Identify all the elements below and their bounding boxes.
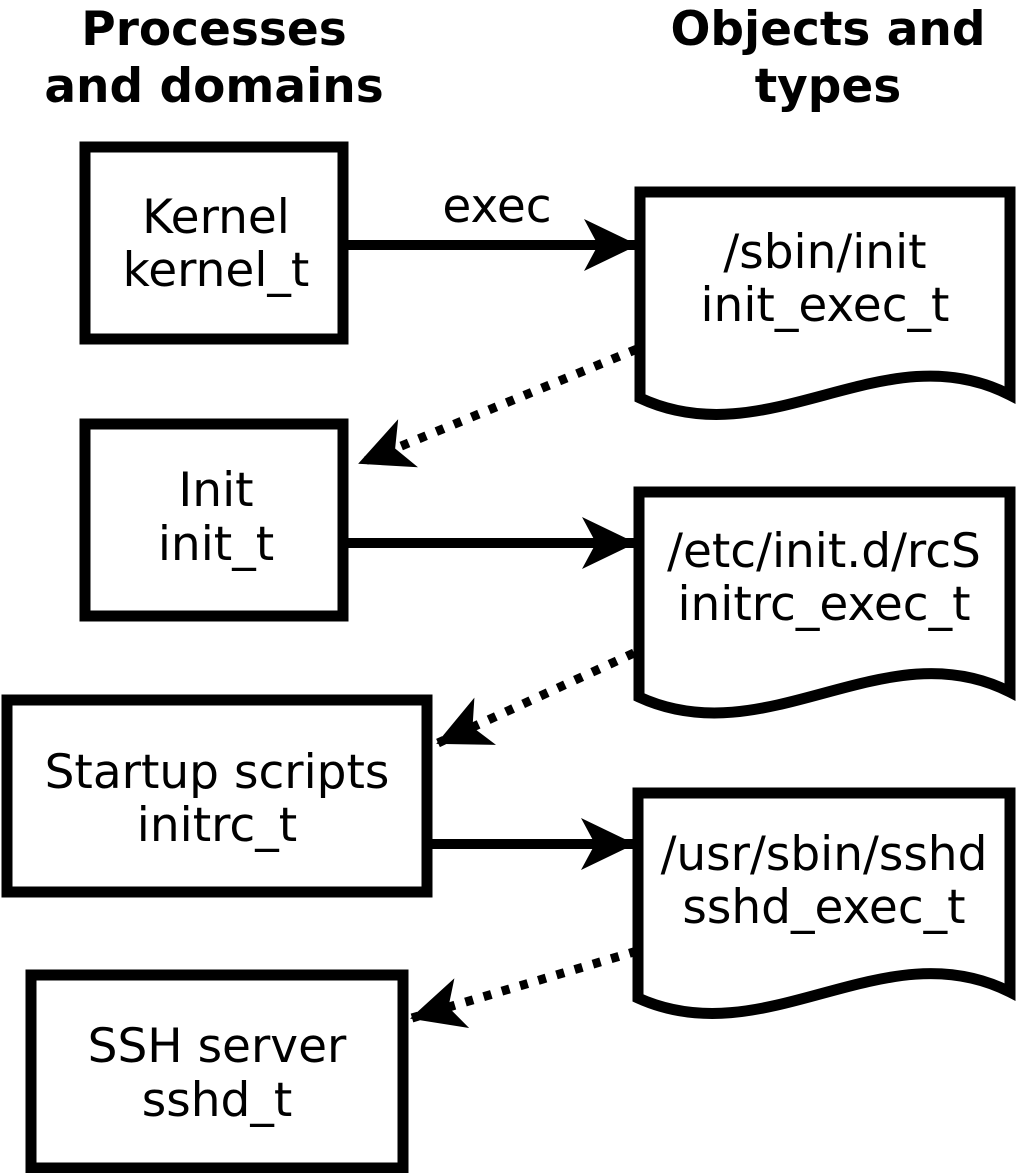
header-left-line1: Processes: [81, 2, 346, 57]
kernel-name: Kernel: [142, 190, 290, 245]
node-init: Init init_t: [79, 418, 349, 622]
etc-initd-rcs-type: initrc_exec_t: [677, 577, 970, 632]
node-startup-scripts: Startup scripts initrc_t: [1, 694, 433, 898]
init-name: Init: [178, 463, 253, 518]
startup-scripts-name: Startup scripts: [45, 745, 390, 800]
kernel-box: [79, 141, 349, 345]
edge-etc-rcs-to-startup: [436, 648, 636, 748]
usr-sbin-sshd-path: /usr/sbin/sshd: [661, 827, 988, 882]
sbin-init-type: init_exec_t: [701, 278, 950, 333]
column-header-objects: Objects and types: [670, 2, 985, 114]
sbin-init-path: /sbin/init: [723, 225, 926, 280]
edge-sbin-init-to-init: [358, 344, 639, 468]
ssh-server-name: SSH server: [88, 1019, 347, 1074]
header-right-line1: Objects and: [670, 2, 985, 57]
node-sbin-init: /sbin/init init_exec_t: [634, 186, 1016, 420]
edge-label-exec: exec: [442, 179, 551, 234]
ssh-server-box: [25, 969, 409, 1173]
sbin-init-document: [634, 186, 1016, 420]
edge-usr-sshd-to-ssh: [410, 946, 639, 1029]
ssh-server-type: sshd_t: [142, 1073, 293, 1128]
node-kernel: Kernel kernel_t: [79, 141, 349, 345]
usr-sbin-sshd-document: [632, 787, 1016, 1019]
node-ssh-server: SSH server sshd_t: [25, 969, 409, 1173]
column-header-processes: Processes and domains: [44, 2, 383, 114]
usr-sbin-sshd-type: sshd_exec_t: [682, 880, 965, 935]
init-type: init_t: [158, 517, 274, 572]
etc-initd-rcs-path: /etc/init.d/rcS: [667, 524, 981, 579]
header-right-line2: types: [755, 59, 902, 114]
header-left-line2: and domains: [44, 59, 383, 114]
init-box: [79, 418, 349, 622]
node-etc-initd-rcs: /etc/init.d/rcS initrc_exec_t: [633, 486, 1016, 719]
startup-scripts-box: [1, 694, 433, 898]
startup-scripts-type: initrc_t: [137, 798, 297, 853]
etc-initd-rcs-document: [633, 486, 1016, 719]
node-usr-sbin-sshd: /usr/sbin/sshd sshd_exec_t: [632, 787, 1016, 1019]
kernel-type: kernel_t: [123, 243, 310, 298]
